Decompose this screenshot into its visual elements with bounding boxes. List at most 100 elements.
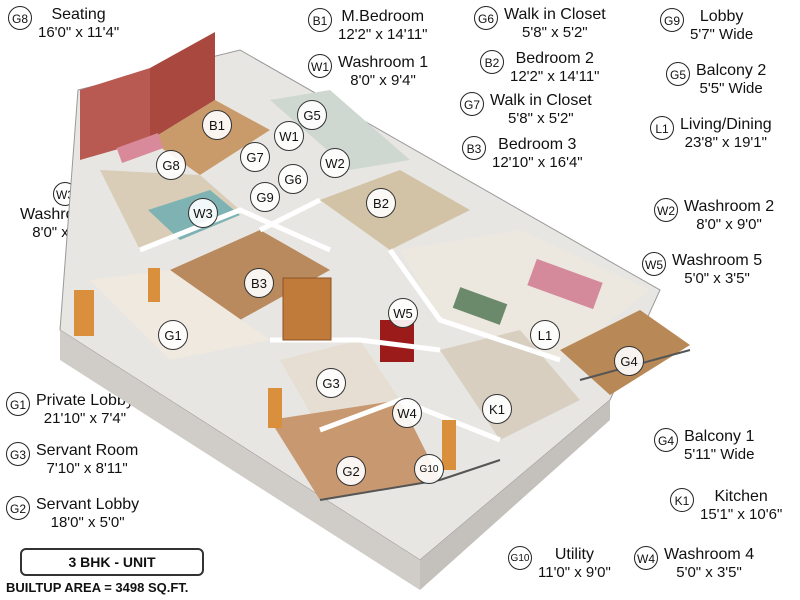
badge-b1: B1 [308,8,332,32]
legend-name: Seating [51,6,106,23]
legend-name: Servant Lobby [36,496,140,513]
legend-seating: G8 Seating 16'0" x 11'4" [8,6,119,42]
badge-g9: G9 [660,8,684,32]
marker-w5: W5 [388,298,418,328]
legend-dims: 5'8" x 5'2" [508,110,574,127]
badge-k1: K1 [670,488,694,512]
marker-g3: G3 [316,368,346,398]
legend-name: Living/Dining [680,116,772,133]
legend-name: Balcony 1 [684,428,755,445]
legend-walk-in-closet-g7: G7 Walk in Closet 5'8" x 5'2" [460,92,592,128]
legend-dims: 5'7" Wide [690,26,754,43]
marker-g7: G7 [240,142,270,172]
badge-g5: G5 [666,62,690,86]
legend-kitchen: K1 Kitchen 15'1" x 10'6" [670,488,782,524]
legend-name: Private Lobby [36,392,134,409]
legend-name: Walk in Closet [504,6,606,23]
legend-washroom-4: W4 Washroom 4 5'0" x 3'5" [634,546,754,582]
legend-name: Kitchen [714,488,768,505]
badge-w4: W4 [634,546,658,570]
marker-g2: G2 [336,456,366,486]
marker-g6: G6 [278,164,308,194]
legend-m-bedroom: B1 M.Bedroom 12'2" x 14'11" [308,8,428,44]
badge-g3: G3 [6,442,30,466]
legend-dims: 5'8" x 5'2" [522,24,588,41]
legend-bedroom-3: B3 Bedroom 3 12'10" x 16'4" [462,136,583,172]
badge-g2: G2 [6,496,30,520]
legend-name: Bedroom 3 [498,136,577,153]
badge-w3: W3 [53,182,78,206]
legend-name: Balcony 2 [696,62,767,79]
badge-l1: L1 [650,116,674,140]
badge-g6: G6 [474,6,498,30]
marker-g9: G9 [250,182,280,212]
marker-b1: B1 [202,110,232,140]
legend-dims: 8'0" x 9'0" [32,224,98,241]
legend-servant-lobby: G2 Servant Lobby 18'0" x 5'0" [6,496,139,532]
legend-name: Washroom 3 [20,206,111,223]
legend-washroom-5: W5 Washroom 5 5'0" x 3'5" [642,252,762,288]
legend-dims: 15'1" x 10'6" [700,506,783,523]
legend-dims: 5'5" Wide [699,80,763,97]
legend-name: Washroom 5 [672,252,763,269]
badge-w5: W5 [642,252,666,276]
legend-lobby: G9 Lobby 5'7" Wide [660,8,753,44]
marker-w1: W1 [274,121,304,151]
marker-g4: G4 [614,346,644,376]
badge-g1: G1 [6,392,30,416]
legend-name: Servant Room [36,442,139,459]
legend-name: Washroom 1 [338,54,429,71]
legend-dims: 7'10" x 8'11" [46,460,128,477]
legend-washroom-3: W3 Washroom 3 8'0" x 9'0" [20,182,110,242]
legend-balcony-2: G5 Balcony 2 5'5" Wide [666,62,766,98]
badge-g7: G7 [460,92,484,116]
legend-name: Bedroom 2 [515,50,594,67]
builtup-area: BUILTUP AREA = 3498 SQ.FT. [6,580,189,595]
marker-w2: W2 [320,148,350,178]
legend-name: Walk in Closet [490,92,592,109]
marker-b2: B2 [366,188,396,218]
legend-dims: 8'0" x 9'0" [696,216,762,233]
legend-dims: 5'11" Wide [684,446,755,463]
legend-dims: 12'10" x 16'4" [492,154,583,171]
legend-balcony-1: G4 Balcony 1 5'11" Wide [654,428,754,464]
legend-dims: 18'0" x 5'0" [50,514,125,531]
legend-dims: 12'2" x 14'11" [510,68,600,85]
legend-dims: 5'0" x 3'5" [676,564,742,581]
marker-g1: G1 [158,320,188,350]
legend-dims: 21'10" x 7'4" [43,410,127,427]
badge-w1: W1 [308,54,332,78]
legend-dims: 23'8" x 19'1" [684,134,767,151]
legend-washroom-1: W1 Washroom 1 8'0" x 9'4" [308,54,428,90]
legend-dims: 16'0" x 11'4" [38,24,120,41]
marker-w3: W3 [188,198,218,228]
marker-k1: K1 [482,394,512,424]
legend-name: M.Bedroom [341,8,425,25]
legend-name: Utility [554,546,594,563]
legend-name: Washroom 4 [664,546,755,563]
unit-label: 3 BHK - UNIT [20,548,204,576]
legend-washroom-2: W2 Washroom 2 8'0" x 9'0" [654,198,774,234]
marker-l1: L1 [530,320,560,350]
legend-walk-in-closet-g6: G6 Walk in Closet 5'8" x 5'2" [474,6,606,42]
marker-b3: B3 [244,268,274,298]
marker-g10: G10 [414,454,444,484]
badge-b3: B3 [462,136,486,160]
legend-utility: G10 Utility 11'0" x 9'0" [508,546,611,582]
legend-name: Lobby [699,8,744,25]
marker-w4: W4 [392,398,422,428]
marker-g8: G8 [156,150,186,180]
badge-g8: G8 [8,6,32,30]
legend-dims: 8'0" x 9'4" [350,72,416,89]
legend-private-lobby: G1 Private Lobby 21'10" x 7'4" [6,392,134,428]
legend-living-dining: L1 Living/Dining 23'8" x 19'1" [650,116,772,152]
badge-g10: G10 [508,546,532,570]
badge-w2: W2 [654,198,678,222]
legend-bedroom-2: B2 Bedroom 2 12'2" x 14'11" [480,50,600,86]
legend-name: Washroom 2 [684,198,775,215]
legend-dims: 11'0" x 9'0" [538,564,611,581]
badge-g4: G4 [654,428,678,452]
marker-g5: G5 [297,100,327,130]
badge-b2: B2 [480,50,504,74]
legend-dims: 12'2" x 14'11" [338,26,428,43]
